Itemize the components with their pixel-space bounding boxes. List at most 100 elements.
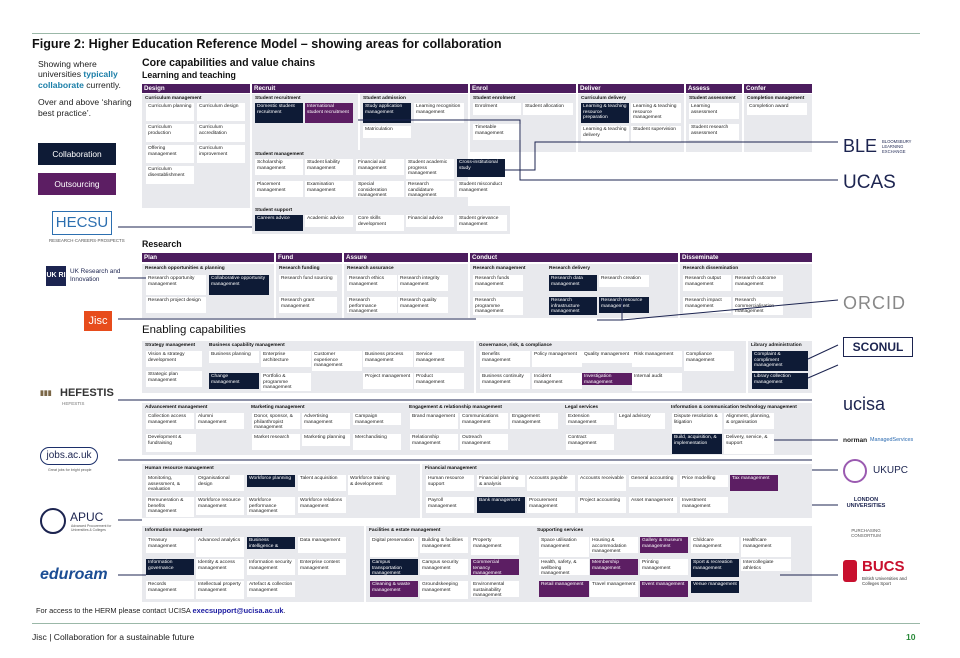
capability-box: Student research assessment	[689, 124, 739, 140]
capability-box: Collection access management	[146, 413, 194, 429]
research-title: Research	[142, 239, 182, 249]
capability-box: Extension management	[566, 413, 614, 425]
capability-box: Identity & access management	[196, 559, 244, 579]
capability-box: Benefits management	[480, 351, 530, 367]
group-title: Supporting services	[537, 528, 584, 533]
capability-box: Core skills development	[356, 215, 404, 231]
capability-box: Monitoring, assessment, & evaluation	[146, 475, 194, 491]
capability-box: Research fund sourcing	[279, 275, 337, 291]
capability-box: Enterprise content management	[298, 559, 346, 575]
capability-box: Student misconduct management	[457, 181, 505, 197]
capability-box: Research integrity management	[398, 275, 448, 291]
ucas-logo: UCAS	[843, 172, 896, 193]
capability-box: Research ethics management	[347, 275, 397, 291]
note-text: Showing where universities	[38, 59, 97, 80]
group-title: Marketing management	[251, 405, 305, 410]
capability-box: Student allocation	[523, 103, 573, 115]
capability-box: Digital preservation	[370, 537, 418, 557]
capability-box: Workforce training & development	[348, 475, 396, 495]
capability-box: Communications management	[460, 413, 508, 429]
group-title: Information & communication technology m…	[671, 405, 797, 410]
capability-box: Legal advisory	[617, 413, 665, 429]
group-title: Business capability management	[209, 343, 285, 348]
capability-box: Project accounting	[578, 497, 626, 513]
capability-box: Space utilisation management	[539, 537, 589, 557]
capability-box: Curriculum accreditation	[197, 124, 245, 142]
capability-box: Healthcare management	[741, 537, 791, 557]
hecsu-tagline: RESEARCH·CAREERS·PROSPECTS	[49, 238, 125, 243]
hecsu-logo: HECSU	[52, 211, 112, 235]
apuc-logo: APUC	[70, 510, 104, 524]
capability-box: Study application management	[363, 103, 411, 123]
capability-box: Research outcome management	[733, 275, 783, 291]
capability-box: Build, acquisition, & implementation	[672, 434, 722, 454]
capability-box: Event management	[640, 581, 688, 597]
capability-box: Timetable management	[473, 124, 521, 140]
capability-box: Commercial tenancy management	[471, 559, 519, 575]
contact-email-link[interactable]: execsupport@ucisa.ac.uk	[192, 606, 284, 615]
stage-header: Recruit	[252, 84, 468, 93]
stage-header: Plan	[142, 253, 274, 262]
group-title: Curriculum management	[145, 96, 202, 101]
group-title: Student support	[255, 208, 293, 213]
capability-box: Information security management	[247, 559, 295, 575]
capability-box: Student liability management	[305, 159, 353, 175]
capability-box: Vision & strategy development	[146, 351, 202, 367]
stage-header: Assess	[686, 84, 742, 93]
capability-box: Cleaning & waste management	[370, 581, 418, 597]
capability-box: Sport & recreation management	[691, 559, 739, 577]
capability-box: Special consideration management	[356, 181, 404, 197]
capability-box: Matriculation	[363, 126, 411, 138]
capability-box: Offering management	[146, 145, 194, 163]
capability-box: Research grant management	[279, 297, 337, 313]
capability-box: Research project design	[146, 297, 206, 313]
capability-box: Collaborative opportunity management	[209, 275, 269, 295]
group-title: Student admission	[363, 96, 406, 101]
capability-box: Research commercialisation management	[733, 297, 783, 315]
capability-box: Student grievance management	[457, 215, 507, 231]
capability-box: Remuneration & benefits management	[146, 497, 194, 517]
capability-box: Business continuity management	[480, 373, 530, 389]
group-title: Facilities & estate management	[369, 528, 441, 533]
eduroam-logo: eduroam	[40, 566, 108, 583]
capability-box: Financial planning & analysis	[477, 475, 525, 487]
group-title: Research management	[473, 266, 526, 271]
capability-box: Delivery, service, & support	[724, 434, 774, 454]
access-note-end: .	[283, 606, 286, 615]
capability-box: Intellectual property management	[196, 581, 244, 599]
note-text-2: Over and above ‘sharing best practice’.	[38, 97, 132, 118]
connector-line	[807, 344, 839, 360]
stage-header: Disseminate	[680, 253, 812, 262]
capability-box: Customer experience management	[312, 351, 362, 371]
capability-box: Academic advice	[305, 215, 353, 227]
capability-box: Workforce performance management	[247, 497, 295, 515]
capability-box: Workforce planning	[247, 475, 295, 487]
stage-header: Enrol	[470, 84, 576, 93]
core-subtitle: Learning and teaching	[142, 70, 236, 80]
ukri-icon: UK RI	[46, 266, 66, 286]
group-title: Research dissemination	[683, 266, 739, 271]
capability-box: Workforce resource management	[196, 497, 244, 515]
capability-box: Policy management	[532, 351, 582, 367]
hefestis-icon: ▮▮▮	[40, 390, 52, 397]
stage-header: Confer	[744, 84, 812, 93]
capability-box: Payroll management	[426, 497, 474, 513]
capability-box: Business process management	[363, 351, 413, 367]
capability-box: Asset management	[629, 497, 677, 513]
capability-box: Information governance	[146, 559, 194, 575]
top-rule	[32, 33, 920, 34]
capability-box: Research data management	[549, 275, 597, 291]
stage-header: Conduct	[470, 253, 678, 262]
capability-box: Membership management	[590, 559, 638, 575]
group-title: Student assessment	[689, 96, 736, 101]
capability-box: Talent acquisition	[298, 475, 346, 491]
note-highlight: typically collaborate	[38, 69, 118, 90]
group-title: Engagement & relationship management	[409, 405, 503, 410]
capability-box: Risk management	[632, 351, 682, 367]
legend-outsourcing: Outsourcing	[38, 173, 116, 195]
group-title: Financial management	[425, 466, 477, 471]
capability-box: Market research	[252, 434, 300, 450]
capability-box: Tax management	[730, 475, 778, 491]
jobsacuk-logo: jobs.ac.uk	[40, 447, 98, 465]
capability-box: Treasury management	[146, 537, 194, 553]
